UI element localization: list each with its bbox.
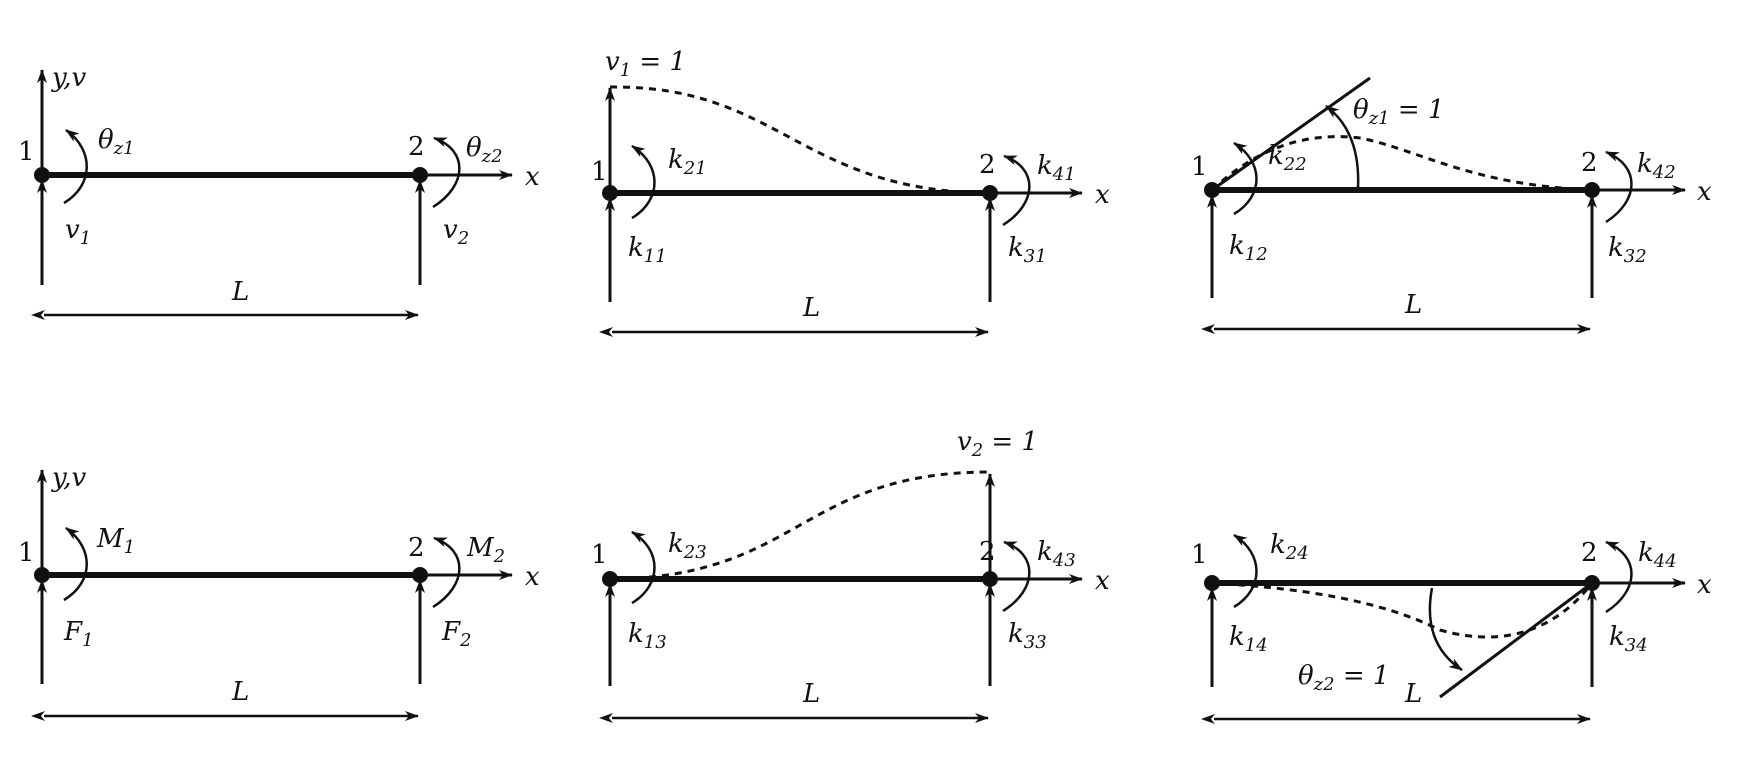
moment-arrow-1 — [1233, 141, 1258, 216]
moment-arrow-2 — [1002, 540, 1031, 613]
node-1-label: 1 — [18, 538, 35, 568]
node-1 — [1204, 182, 1220, 198]
x-axis-label: x — [525, 162, 540, 192]
force-label-1: k13 — [628, 619, 667, 653]
node-2-label: 2 — [979, 150, 996, 180]
tangent-line — [1439, 581, 1593, 699]
panel-v2: 1 2 x v2 = 1 k23 k43 k13 k33 L — [591, 427, 1110, 723]
node-1 — [1204, 575, 1220, 591]
node-1 — [602, 185, 618, 201]
node-1-label: 1 — [1191, 540, 1208, 570]
deflected-shape — [609, 85, 991, 195]
panel-theta2: 1 2 x θz2 = 1 k24 k44 k14 k34 L — [1191, 530, 1712, 724]
force-label-2: k34 — [1609, 622, 1648, 656]
node-2 — [982, 571, 998, 587]
deflected-shape — [1210, 135, 1593, 192]
moment-arrow-1 — [63, 128, 88, 205]
x-axis-label: x — [1095, 566, 1110, 596]
force-label-2: k32 — [1608, 233, 1647, 267]
force-label-2: F2 — [441, 617, 472, 651]
moment-label-1: k23 — [668, 529, 707, 563]
force-label-1: k14 — [1229, 622, 1268, 656]
x-axis-label: x — [1095, 180, 1110, 210]
moment-label-1: k24 — [1270, 530, 1309, 564]
node-1-label: 1 — [18, 137, 35, 167]
moment-label-2: M2 — [466, 533, 505, 567]
deflection-label: v2 = 1 — [957, 427, 1038, 461]
panel-v1: 1 2 x v1 = 1 k21 k41 k11 k31 L — [591, 47, 1110, 337]
moment-label-2: k41 — [1037, 151, 1076, 185]
length-label: L — [802, 293, 820, 323]
moment-label-1: k21 — [668, 145, 707, 179]
length-label: L — [231, 277, 249, 307]
length-label: L — [1404, 290, 1422, 320]
length-label: L — [231, 677, 249, 707]
tangent-line — [1211, 76, 1371, 192]
node-2-label: 2 — [1581, 538, 1598, 568]
panel-theta1: 1 2 x θz1 = 1 k22 k42 k12 k32 L — [1191, 76, 1712, 334]
panel-dof: 1 2 x y,v θz1 θz2 v1 v2 L — [18, 63, 540, 320]
length-label: L — [802, 679, 820, 709]
force-label-1: v1 — [65, 215, 91, 249]
deflection-label: v1 = 1 — [605, 47, 686, 81]
node-2 — [412, 167, 428, 183]
force-label-2: k31 — [1008, 233, 1047, 267]
deflected-shape — [609, 470, 991, 581]
moment-label-2: k44 — [1638, 538, 1677, 572]
node-1-label: 1 — [591, 157, 608, 187]
moment-arrow-2 — [432, 136, 461, 209]
moment-label-2: k43 — [1037, 537, 1076, 571]
y-axis-label: y,v — [51, 463, 87, 493]
x-axis-label: x — [1697, 570, 1712, 600]
moment-label-1: θz1 — [98, 125, 135, 159]
node-1 — [602, 571, 618, 587]
moment-arrow-1 — [63, 526, 88, 602]
node-2 — [412, 567, 428, 583]
moment-arrow-1 — [631, 530, 656, 605]
force-label-1: k12 — [1229, 231, 1268, 265]
rotation-arc — [1325, 104, 1360, 189]
moment-arrow-2 — [1002, 154, 1031, 227]
deflected-shape — [1211, 581, 1594, 639]
deflection-label: θz2 = 1 — [1298, 661, 1389, 695]
node-2-label: 2 — [979, 537, 996, 567]
x-axis-label: x — [1697, 177, 1712, 207]
node-1-label: 1 — [1191, 152, 1208, 182]
moment-arrow-2 — [1605, 540, 1633, 614]
moment-label-2: θz2 — [466, 133, 503, 167]
node-2 — [1584, 182, 1600, 198]
node-1 — [34, 567, 50, 583]
x-axis-label: x — [525, 562, 540, 592]
deflection-label: θz1 = 1 — [1353, 95, 1444, 129]
node-2-label: 2 — [1581, 148, 1598, 178]
node-1-label: 1 — [591, 540, 608, 570]
moment-arrow-2 — [1605, 150, 1633, 224]
node-2-label: 2 — [408, 132, 425, 162]
node-1 — [34, 167, 50, 183]
y-axis-label: y,v — [51, 63, 87, 93]
moment-arrow-1 — [631, 144, 656, 220]
panel-forces: 1 2 x y,v M1 M2 F1 F2 L — [18, 463, 540, 721]
force-label-2: v2 — [443, 215, 469, 249]
moment-arrow-2 — [432, 536, 461, 609]
force-label-2: k33 — [1008, 619, 1047, 653]
moment-label-1: k22 — [1268, 141, 1307, 175]
force-label-1: F1 — [63, 617, 94, 651]
moment-label-1: M1 — [96, 524, 135, 558]
moment-arrow-1 — [1233, 533, 1258, 609]
rotation-arc — [1428, 587, 1463, 672]
node-2 — [982, 185, 998, 201]
node-2 — [1584, 575, 1600, 591]
node-2-label: 2 — [408, 533, 425, 563]
force-label-1: k11 — [628, 233, 667, 267]
length-label: L — [1404, 679, 1422, 709]
moment-label-2: k42 — [1637, 149, 1676, 183]
